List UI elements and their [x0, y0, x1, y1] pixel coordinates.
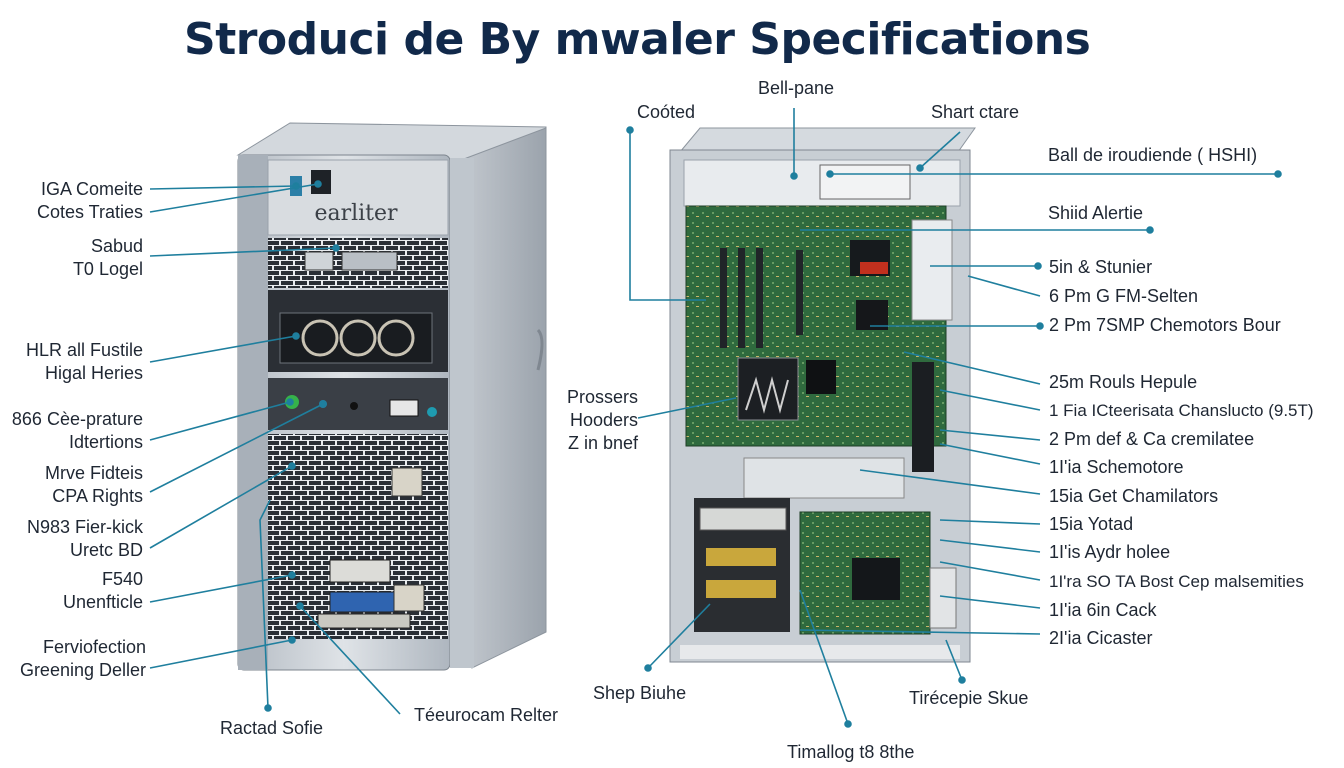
right-label-9: 1I'ia Schemotore [1049, 457, 1184, 477]
right-label-11: 15ia Yotad [1049, 514, 1134, 534]
right-label-4: 6 Pm G FM-Selten [1049, 286, 1199, 306]
right-label-1: Ball de iroudiende ( HSHI) [1048, 145, 1258, 165]
label-cooled: Coóted [637, 102, 696, 122]
label-timallog: Timallog t8 8the [787, 742, 915, 762]
right-label-10: 15ia Get Chamilators [1049, 486, 1219, 506]
open-chassis [669, 127, 976, 663]
label-shart-stare: Shart ctare [931, 102, 1020, 122]
label-tirecepie: Tirécepie Skue [909, 688, 1029, 708]
right-label-12: 1I'is Aydr holee [1049, 542, 1171, 562]
bottom-left-label-2: Téeurocam Relter [414, 705, 559, 725]
bottom-left-label-1: Ractad Sofie [220, 718, 324, 738]
leader-lines [149, 108, 1282, 728]
label-shep-biuhe: Shep Biuhe [593, 683, 687, 703]
right-label-3: 5in & Stunier [1049, 257, 1153, 277]
right-label-7: 1 Fia ICteerisata Chanslucto (9.5T) [1049, 401, 1314, 420]
right-label-14: 1I'ia 6in Cack [1049, 600, 1157, 620]
brand-badge: earliter [314, 201, 398, 226]
right-label-15: 2I'ia Cicaster [1049, 628, 1153, 648]
right-label-6: 25m Rouls Hepule [1049, 372, 1198, 392]
right-label-2: Shiid Alertie [1048, 203, 1144, 223]
right-label-5: 2 Pm 7SMP Chemotors Bour [1049, 315, 1281, 335]
label-bell-pane: Bell-pane [758, 78, 835, 98]
page-title: Stroduci de By mwaler Specifications [184, 14, 1091, 65]
right-label-13: 1I'ra SO TA Bost Cep malsemities [1049, 572, 1304, 591]
right-label-8: 2 Pm def & Ca cremilatee [1049, 429, 1255, 449]
